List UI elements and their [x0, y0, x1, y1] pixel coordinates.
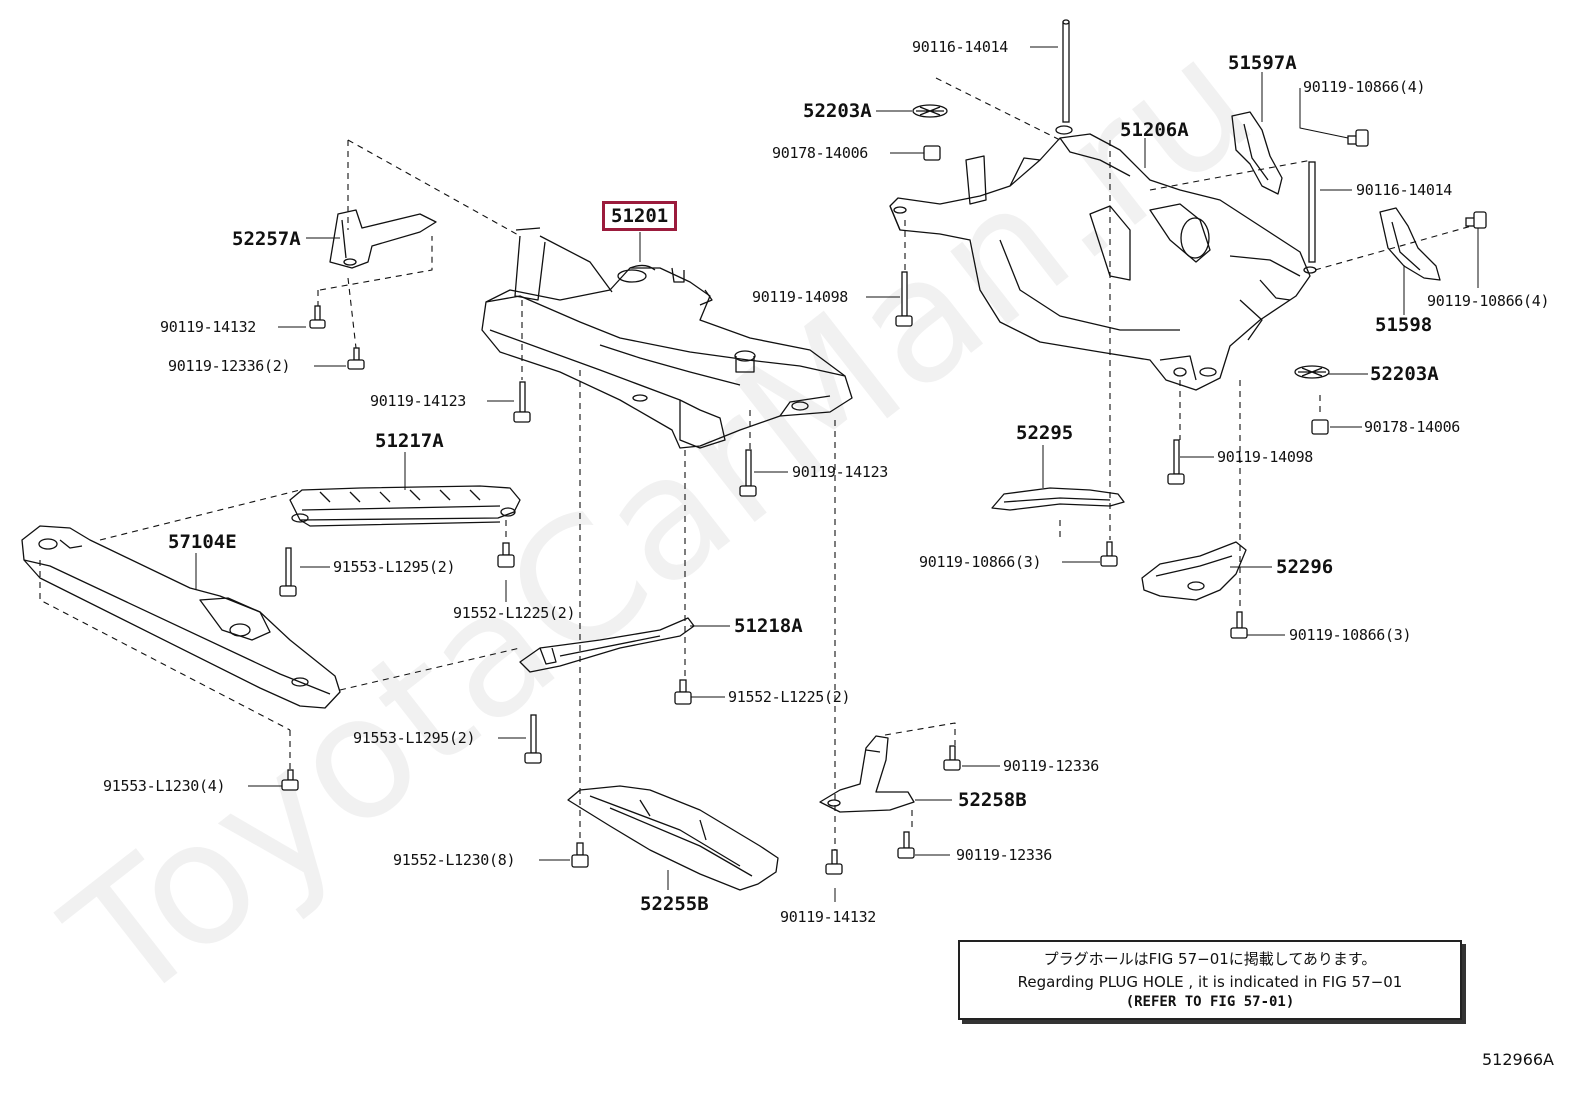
- part-51597A-bracket: [1231, 111, 1283, 195]
- bolt-icon: [1347, 129, 1369, 147]
- part-label-90116-14014[interactable]: 90116-14014: [912, 38, 1009, 56]
- part-57104E-member: [21, 525, 341, 709]
- part-label-91552-L1225-2[interactable]: 91552-L1225(2): [453, 604, 576, 622]
- part-label-90116-14014[interactable]: 90116-14014: [1356, 181, 1453, 199]
- nut-icon: [571, 842, 589, 868]
- bolt-icon: [1230, 611, 1248, 639]
- bolt-icon: [1100, 541, 1118, 567]
- bolt-icon: [309, 305, 326, 329]
- stud-icon: [1062, 19, 1070, 123]
- part-label-51597A[interactable]: 51597A: [1228, 52, 1297, 74]
- part-label-52203A[interactable]: 52203A: [803, 100, 872, 122]
- note-english: Regarding PLUG HOLE , it is indicated in…: [1017, 973, 1403, 991]
- part-label-91552-L1230-8[interactable]: 91552-L1230(8): [393, 851, 516, 869]
- part-label-90119-10866-3[interactable]: 90119-10866(3): [919, 553, 1042, 571]
- nut-icon: [674, 679, 692, 705]
- stud-icon: [1308, 161, 1316, 263]
- bolt-icon: [281, 769, 299, 791]
- nut-icon: [497, 542, 515, 568]
- part-52295-strip: [991, 487, 1125, 511]
- bolt-icon: [825, 849, 843, 875]
- part-label-52203A[interactable]: 52203A: [1370, 363, 1439, 385]
- part-label-51598[interactable]: 51598: [1375, 314, 1433, 336]
- leader-lines: [195, 46, 1479, 902]
- washer-52203A-bottom: [1294, 365, 1330, 379]
- part-52255B-plate: [567, 785, 779, 891]
- part-51206A-crossmember: [889, 125, 1317, 391]
- part-label-91553-L1295-2[interactable]: 91553-L1295(2): [353, 729, 476, 747]
- nut-icon: [1311, 419, 1329, 435]
- bolt-icon: [1465, 211, 1487, 229]
- part-label-57104E[interactable]: 57104E: [168, 531, 237, 553]
- bolt-icon: [895, 271, 913, 327]
- part-label-91553-L1230-4[interactable]: 91553-L1230(4): [103, 777, 226, 795]
- part-label-90119-10866-3[interactable]: 90119-10866(3): [1289, 626, 1412, 644]
- part-label-91552-L1225-2[interactable]: 91552-L1225(2): [728, 688, 851, 706]
- part-label-51218A[interactable]: 51218A: [734, 615, 803, 637]
- part-label-90178-14006[interactable]: 90178-14006: [1364, 418, 1461, 436]
- note-refer-link[interactable]: (REFER TO FIG 57-01): [1125, 994, 1295, 1010]
- part-label-52255B[interactable]: 52255B: [640, 893, 709, 915]
- note-box: プラグホールはFIG 57−01に掲載してあります。 Regarding PLU…: [958, 940, 1462, 1020]
- part-51598-bracket: [1379, 207, 1441, 281]
- part-51217A-member: [289, 485, 521, 527]
- part-label-91553-L1295-2[interactable]: 91553-L1295(2): [333, 558, 456, 576]
- fasteners: [279, 19, 1487, 875]
- figure-code: 512966A: [1481, 1050, 1554, 1069]
- part-label-51217A[interactable]: 51217A: [375, 430, 444, 452]
- part-label-52295[interactable]: 52295: [1016, 422, 1074, 444]
- part-label-52296[interactable]: 52296: [1276, 556, 1334, 578]
- bolt-icon: [524, 714, 542, 764]
- part-label-90119-14123[interactable]: 90119-14123: [792, 463, 889, 481]
- note-japanese: プラグホールはFIG 57−01に掲載してあります。: [1043, 950, 1377, 968]
- part-51218A-bar: [519, 617, 695, 673]
- part-label-90119-14098[interactable]: 90119-14098: [1217, 448, 1314, 466]
- part-52296-plate: [1141, 541, 1247, 601]
- part-52258B-bracket: [819, 735, 915, 813]
- part-label-51206A[interactable]: 51206A: [1120, 119, 1189, 141]
- washer-52203A-top: [912, 104, 948, 118]
- part-label-52257A[interactable]: 52257A: [232, 228, 301, 250]
- bolt-icon: [513, 381, 531, 423]
- bolt-icon: [739, 449, 757, 497]
- bolt-icon: [347, 347, 365, 370]
- part-label-52258B[interactable]: 52258B: [958, 789, 1027, 811]
- part-label-90178-14006[interactable]: 90178-14006: [772, 144, 869, 162]
- bolt-icon: [279, 547, 297, 597]
- part-label-90119-12336[interactable]: 90119-12336: [956, 846, 1053, 864]
- alignment-lines: [39, 40, 1476, 850]
- part-51201-crossmember: [481, 227, 853, 449]
- part-label-90119-12336-2[interactable]: 90119-12336(2): [168, 357, 291, 375]
- part-label-51201[interactable]: 51201: [602, 201, 678, 231]
- part-label-90119-10866-4[interactable]: 90119-10866(4): [1303, 78, 1426, 96]
- nut-icon: [923, 145, 941, 161]
- part-label-90119-14132[interactable]: 90119-14132: [160, 318, 257, 336]
- bolt-icon: [1167, 439, 1185, 485]
- part-label-90119-10866-4[interactable]: 90119-10866(4): [1427, 292, 1550, 310]
- part-label-90119-12336[interactable]: 90119-12336: [1003, 757, 1100, 775]
- part-52257A-bracket: [329, 209, 437, 269]
- part-label-90119-14132[interactable]: 90119-14132: [780, 908, 877, 926]
- part-label-90119-14123[interactable]: 90119-14123: [370, 392, 467, 410]
- bolt-icon: [943, 745, 961, 771]
- part-label-90119-14098[interactable]: 90119-14098: [752, 288, 849, 306]
- bolt-icon: [897, 831, 915, 859]
